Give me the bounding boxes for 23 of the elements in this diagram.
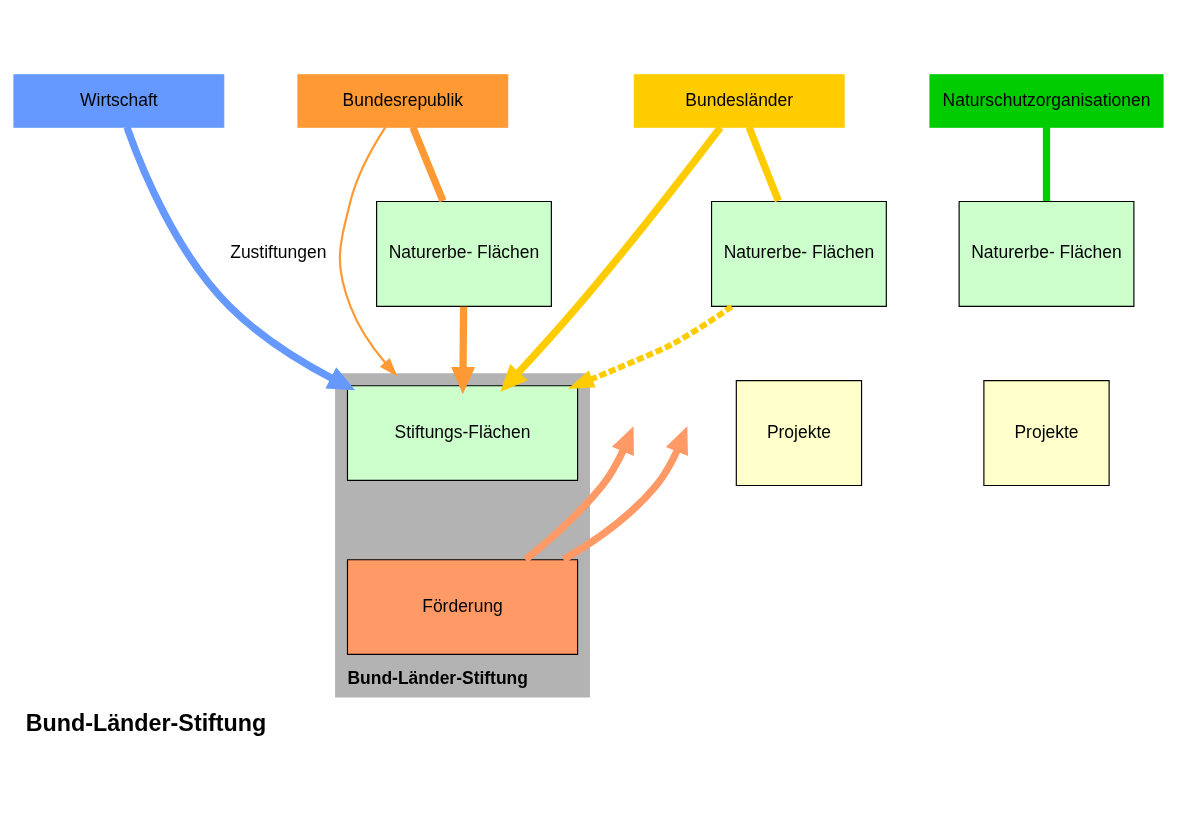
arrow — [451, 306, 475, 394]
node-box: Naturerbe- Flächen — [958, 200, 1135, 307]
arrow — [561, 425, 688, 563]
arrow — [500, 124, 724, 392]
arrow — [338, 126, 398, 377]
node-box: Förderung — [346, 558, 579, 655]
node-box: Naturerbe- Flächen — [376, 200, 552, 307]
node-box: Bundesländer — [633, 73, 845, 128]
connector — [745, 125, 782, 202]
connector — [409, 125, 447, 202]
node-box: Stiftungs-Flächen — [346, 384, 579, 481]
node-box: Projekte — [983, 379, 1110, 486]
node-box: Projekte — [735, 379, 863, 486]
node-box: Naturschutzorganisationen — [929, 73, 1164, 128]
arrow — [523, 425, 634, 563]
node-box: Bundesrepublik — [297, 73, 509, 128]
node-box: Naturerbe- Flächen — [710, 200, 887, 307]
node-box: Wirtschaft — [13, 73, 225, 128]
edge-label: Zustiftungen — [230, 241, 327, 262]
arrow — [123, 125, 356, 390]
arrow — [567, 303, 734, 389]
connector — [1042, 126, 1051, 201]
diagram-title: Bund-Länder-Stiftung — [25, 709, 267, 736]
